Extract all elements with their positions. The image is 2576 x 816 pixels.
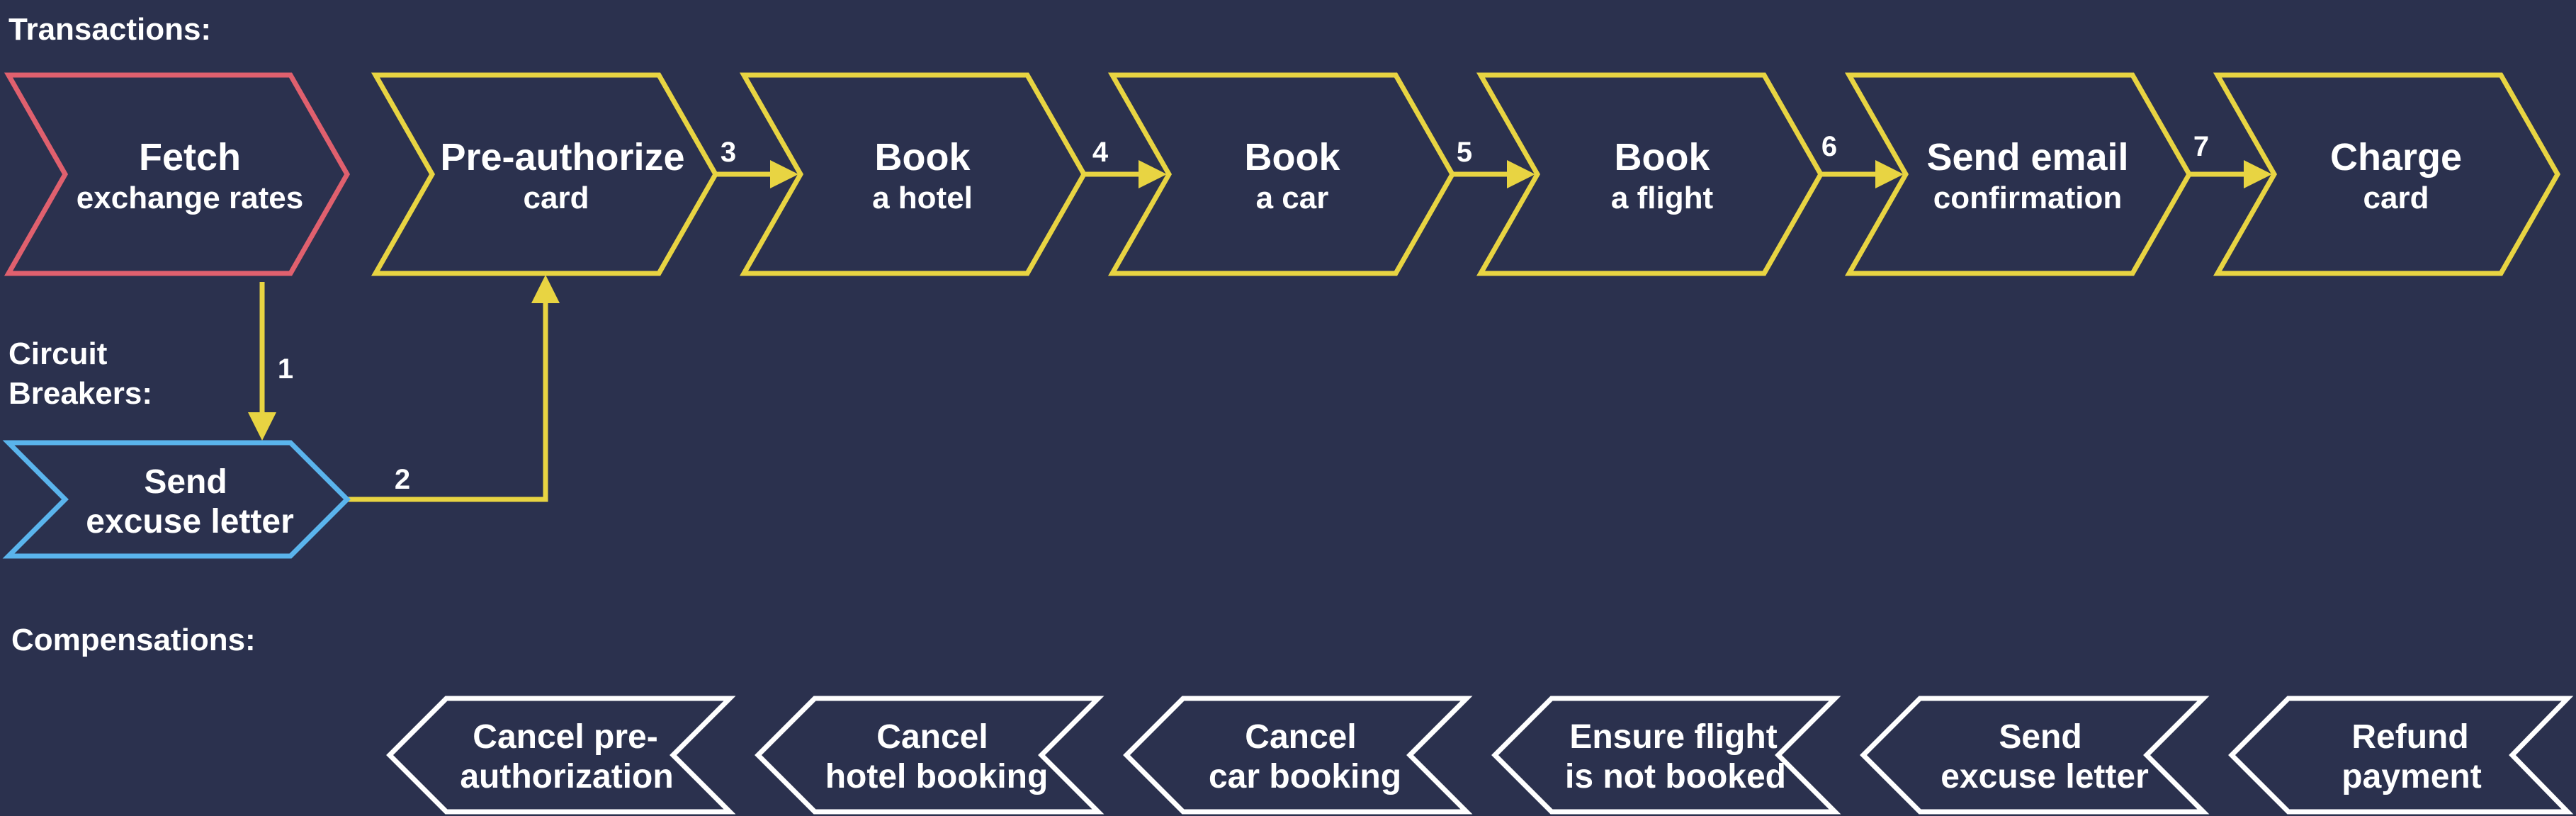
compensation-title: Cancel pre- <box>473 718 657 756</box>
step-number-4: 4 <box>1092 137 1109 168</box>
transaction-chevron <box>4 72 351 276</box>
transaction-subtitle: card <box>524 181 589 215</box>
circuit-breaker-send-excuse-letter: Send excuse letter <box>2 440 351 559</box>
circuit-breaker-chevron <box>2 440 351 559</box>
arrowhead-6 <box>1875 160 1904 188</box>
arrow-2 <box>347 301 548 502</box>
compensation-subtitle: authorization <box>460 758 673 795</box>
step-number-5: 5 <box>1457 137 1472 168</box>
arrowhead-4 <box>1139 160 1167 188</box>
transaction-title: Fetch <box>139 136 241 178</box>
transaction-chevron <box>1476 72 1824 276</box>
transaction-book-car: Book a car <box>1107 72 1456 276</box>
transaction-subtitle: confirmation <box>1933 181 2122 215</box>
transaction-chevron <box>1107 72 1456 276</box>
step-number-3: 3 <box>721 137 736 168</box>
compensation-cancel-pre-authorization: Cancel pre- authorization <box>386 696 736 815</box>
transaction-fetch-exchange-rates: Fetch exchange rates <box>4 72 351 276</box>
transaction-chevron <box>371 72 719 276</box>
transaction-send-email-confirmation: Send email confirmation <box>1844 72 2193 276</box>
compensations-section-label: Compensations: <box>11 623 256 657</box>
arrowhead-3 <box>770 160 798 188</box>
transaction-subtitle: exchange rates <box>77 181 303 215</box>
connectors <box>248 160 2272 502</box>
compensation-subtitle: car booking <box>1209 758 1401 795</box>
circuit-breakers-section-label-line2: Breakers: <box>9 376 152 411</box>
transaction-title: Book <box>1615 136 1711 178</box>
compensation-subtitle: hotel booking <box>825 758 1049 795</box>
compensation-chevron <box>1491 696 1841 815</box>
compensation-cancel-car-booking: Cancel car booking <box>1123 696 1473 815</box>
circuit-breakers-section-label-line1: Circuit <box>9 336 108 371</box>
compensation-title: Ensure flight <box>1569 718 1777 756</box>
arrowhead-7 <box>2244 160 2272 188</box>
step-number-1: 1 <box>278 353 293 385</box>
transaction-title: Pre-authorize <box>440 136 684 178</box>
compensation-subtitle: payment <box>2341 758 2481 795</box>
compensations-row: Cancel pre- authorization Cancel hotel b… <box>386 696 2574 815</box>
compensation-subtitle: excuse letter <box>1941 758 2149 795</box>
transaction-chevron <box>1844 72 2193 276</box>
compensation-chevron <box>1860 696 2210 815</box>
step-number-7: 7 <box>2193 131 2209 162</box>
compensation-send-excuse-letter: Send excuse letter <box>1860 696 2210 815</box>
transaction-title: Book <box>875 136 971 178</box>
compensation-chevron <box>755 696 1105 815</box>
transaction-title: Book <box>1245 136 1341 178</box>
transaction-pre-authorize-card: Pre-authorize card <box>371 72 719 276</box>
circuit-breaker-subtitle: excuse letter <box>86 503 294 540</box>
transaction-subtitle: a hotel <box>872 181 973 215</box>
arrowhead-2 <box>531 275 560 303</box>
transaction-book-flight: Book a flight <box>1476 72 1824 276</box>
transactions-section-label: Transactions: <box>9 12 211 47</box>
transaction-subtitle: a flight <box>1611 181 1714 215</box>
transaction-chevron <box>2213 72 2561 276</box>
transaction-subtitle: a car <box>1256 181 1329 215</box>
transactions-row: Fetch exchange rates Pre-authorize card … <box>4 72 2561 276</box>
step-numbers: 1 2 3 4 5 6 7 <box>278 131 2209 495</box>
compensation-chevron <box>1123 696 1473 815</box>
transaction-subtitle: card <box>2363 181 2429 215</box>
arrowhead-1 <box>248 412 276 441</box>
compensation-refund-payment: Refund payment <box>2228 696 2574 815</box>
compensation-title: Cancel <box>876 718 988 756</box>
transaction-chevron <box>739 72 1088 276</box>
compensation-chevron <box>2228 696 2574 815</box>
arrowhead-5 <box>1507 160 1535 188</box>
transaction-title: Send email <box>1926 136 2128 178</box>
transaction-book-hotel: Book a hotel <box>739 72 1088 276</box>
compensation-chevron <box>386 696 736 815</box>
compensation-subtitle: is not booked <box>1565 758 1786 795</box>
transaction-charge-card: Charge card <box>2213 72 2561 276</box>
step-number-6: 6 <box>1821 131 1837 162</box>
compensation-ensure-flight-not-booked: Ensure flight is not booked <box>1491 696 1841 815</box>
compensation-title: Refund <box>2351 718 2468 756</box>
transaction-title: Charge <box>2330 136 2462 178</box>
compensation-title: Send <box>1999 718 2081 756</box>
step-number-2: 2 <box>395 464 410 495</box>
compensation-cancel-hotel-booking: Cancel hotel booking <box>755 696 1105 815</box>
compensation-title: Cancel <box>1245 718 1356 756</box>
circuit-breaker-title: Send <box>144 463 227 501</box>
